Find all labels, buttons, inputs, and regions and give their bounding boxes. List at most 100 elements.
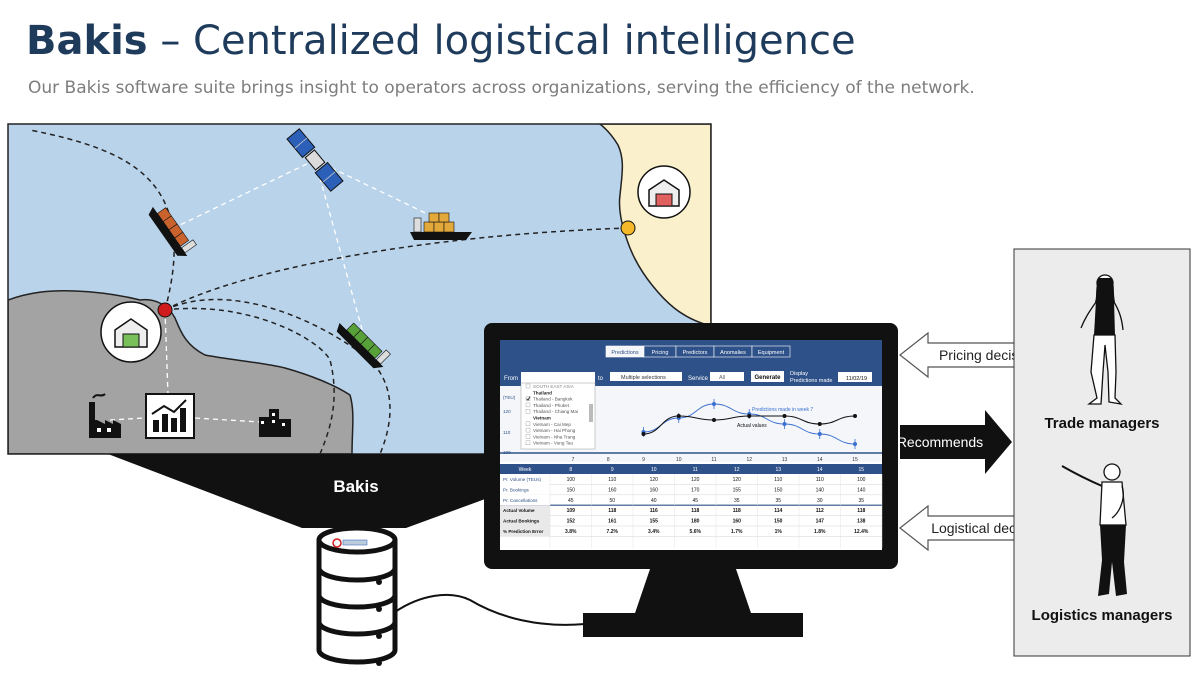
series-label-actual: Actual values — [737, 423, 767, 429]
table-header-cell: 15 — [858, 467, 864, 473]
x-tick-label: 12 — [746, 457, 752, 463]
cargo-ship-icon — [148, 206, 197, 257]
region-item: Vietnam - Hai Phong — [533, 428, 576, 433]
table-row-label: % Prediction Error — [503, 529, 544, 534]
satellite-icon — [286, 128, 344, 192]
series-label-predictions: Predictions made in week 7 — [752, 407, 813, 413]
region-item: Thailand - Bangkok — [533, 397, 573, 402]
table-cell: 3.4% — [648, 529, 660, 535]
data-point — [853, 442, 857, 446]
table-cell: 150 — [774, 519, 783, 525]
region-scrollbar[interactable] — [589, 404, 593, 422]
cable — [394, 593, 586, 626]
to-select-value: Multiple selections — [621, 375, 666, 381]
monitor-neck — [634, 569, 752, 616]
generate-button[interactable] — [751, 371, 784, 382]
tab-equipment[interactable] — [751, 345, 791, 358]
x-tick-label: 9 — [642, 457, 645, 463]
generate-button-label: Generate — [754, 375, 781, 381]
table-row-label: Pr. Cancellations — [503, 498, 538, 503]
table-cell: 140 — [816, 487, 825, 493]
region-checkbox[interactable] — [525, 421, 531, 426]
region-item: Vietnam — [533, 416, 551, 421]
table-cell: 118 — [733, 508, 741, 514]
table-header-cell: 14 — [817, 467, 823, 473]
table-row-label: Pr. Volume (TEUs) — [503, 477, 542, 482]
factory-icon — [89, 393, 121, 438]
region-item: Thailand — [533, 390, 552, 395]
tab-label: Pricing — [652, 350, 669, 356]
y-tick-label: 100 — [503, 450, 511, 455]
table-header-cell: 12 — [734, 467, 740, 473]
table-cell: 152 — [567, 519, 576, 525]
region-checkbox[interactable] — [525, 409, 531, 414]
zoom-funnel — [108, 454, 608, 528]
pricing-decision-label: Pricing decision — [939, 347, 1037, 363]
x-tick-label: 10 — [676, 457, 682, 463]
region-item: Thailand - Chiang Mai — [533, 409, 578, 414]
table-cell: 110 — [816, 477, 824, 483]
region-item: Vietnam - Vung Tau — [533, 441, 573, 446]
table-cell: 160 — [650, 487, 659, 493]
region-checkbox[interactable] — [525, 402, 531, 408]
page-subtitle: Our Bakis software suite brings insight … — [28, 78, 975, 98]
table-cell: 35 — [734, 498, 740, 504]
service-select[interactable] — [710, 372, 744, 381]
table-header-cell: 9 — [611, 467, 614, 473]
region-list[interactable] — [520, 382, 596, 450]
tab-label: Equipment — [758, 350, 785, 356]
table-row-label-cell — [500, 526, 550, 537]
database-icon — [316, 525, 398, 666]
chart-icon — [145, 393, 195, 439]
tab-label: Predictors — [683, 350, 708, 356]
table-row-label-cell — [500, 484, 550, 495]
table-cell: 1.8% — [814, 529, 826, 535]
logistics-managers-label: Logistics managers — [1032, 607, 1173, 624]
date-select[interactable] — [838, 372, 872, 382]
table-cell: 150 — [774, 487, 783, 493]
table-cell: 12.4% — [854, 529, 869, 535]
region-checkbox[interactable] — [525, 434, 531, 439]
y-tick-label: (TEU) — [503, 395, 516, 400]
region-checkbox[interactable] — [525, 427, 531, 433]
data-point — [817, 432, 822, 436]
table-cell: 161 — [608, 519, 617, 525]
table-cell: 1% — [775, 529, 783, 535]
table-cell: 155 — [733, 487, 742, 493]
table-cell: 3.8% — [565, 529, 577, 535]
land-links — [109, 309, 261, 423]
data-point — [712, 418, 716, 422]
from-select[interactable] — [521, 372, 595, 383]
region-item: SOUTH EAST ASIA — [533, 384, 575, 389]
service-label: Service — [688, 376, 709, 382]
table-header-row — [500, 464, 882, 474]
cargo-ship-icon — [410, 212, 472, 240]
region-checkbox[interactable] — [525, 383, 531, 389]
warehouse-icon — [100, 301, 162, 363]
region-item: Vietnam - Cai Mep — [533, 422, 571, 427]
x-tick-label: 7 — [572, 457, 575, 463]
table-header-cell: 8 — [569, 467, 572, 473]
data-point — [782, 414, 787, 418]
table-cell: 109 — [567, 508, 576, 514]
trade-managers-label: Trade managers — [1044, 415, 1159, 432]
table-row-label-cell — [500, 505, 550, 516]
table-header-cell: 10 — [651, 467, 657, 473]
monitor-base — [583, 613, 803, 637]
table-row-label: Actual Volume — [503, 508, 535, 513]
data-point — [641, 432, 646, 436]
display-label: Display — [790, 371, 808, 377]
x-tick-label: 8 — [607, 457, 610, 463]
table-cell: 180 — [691, 519, 700, 525]
region-checkbox[interactable] — [525, 440, 531, 445]
to-select[interactable] — [610, 372, 682, 381]
table-cell: 45 — [568, 498, 574, 504]
trade-manager-figure — [1080, 274, 1124, 405]
data-point — [747, 414, 752, 418]
table-cell: 118 — [691, 508, 699, 514]
table-cell: 118 — [608, 508, 616, 514]
